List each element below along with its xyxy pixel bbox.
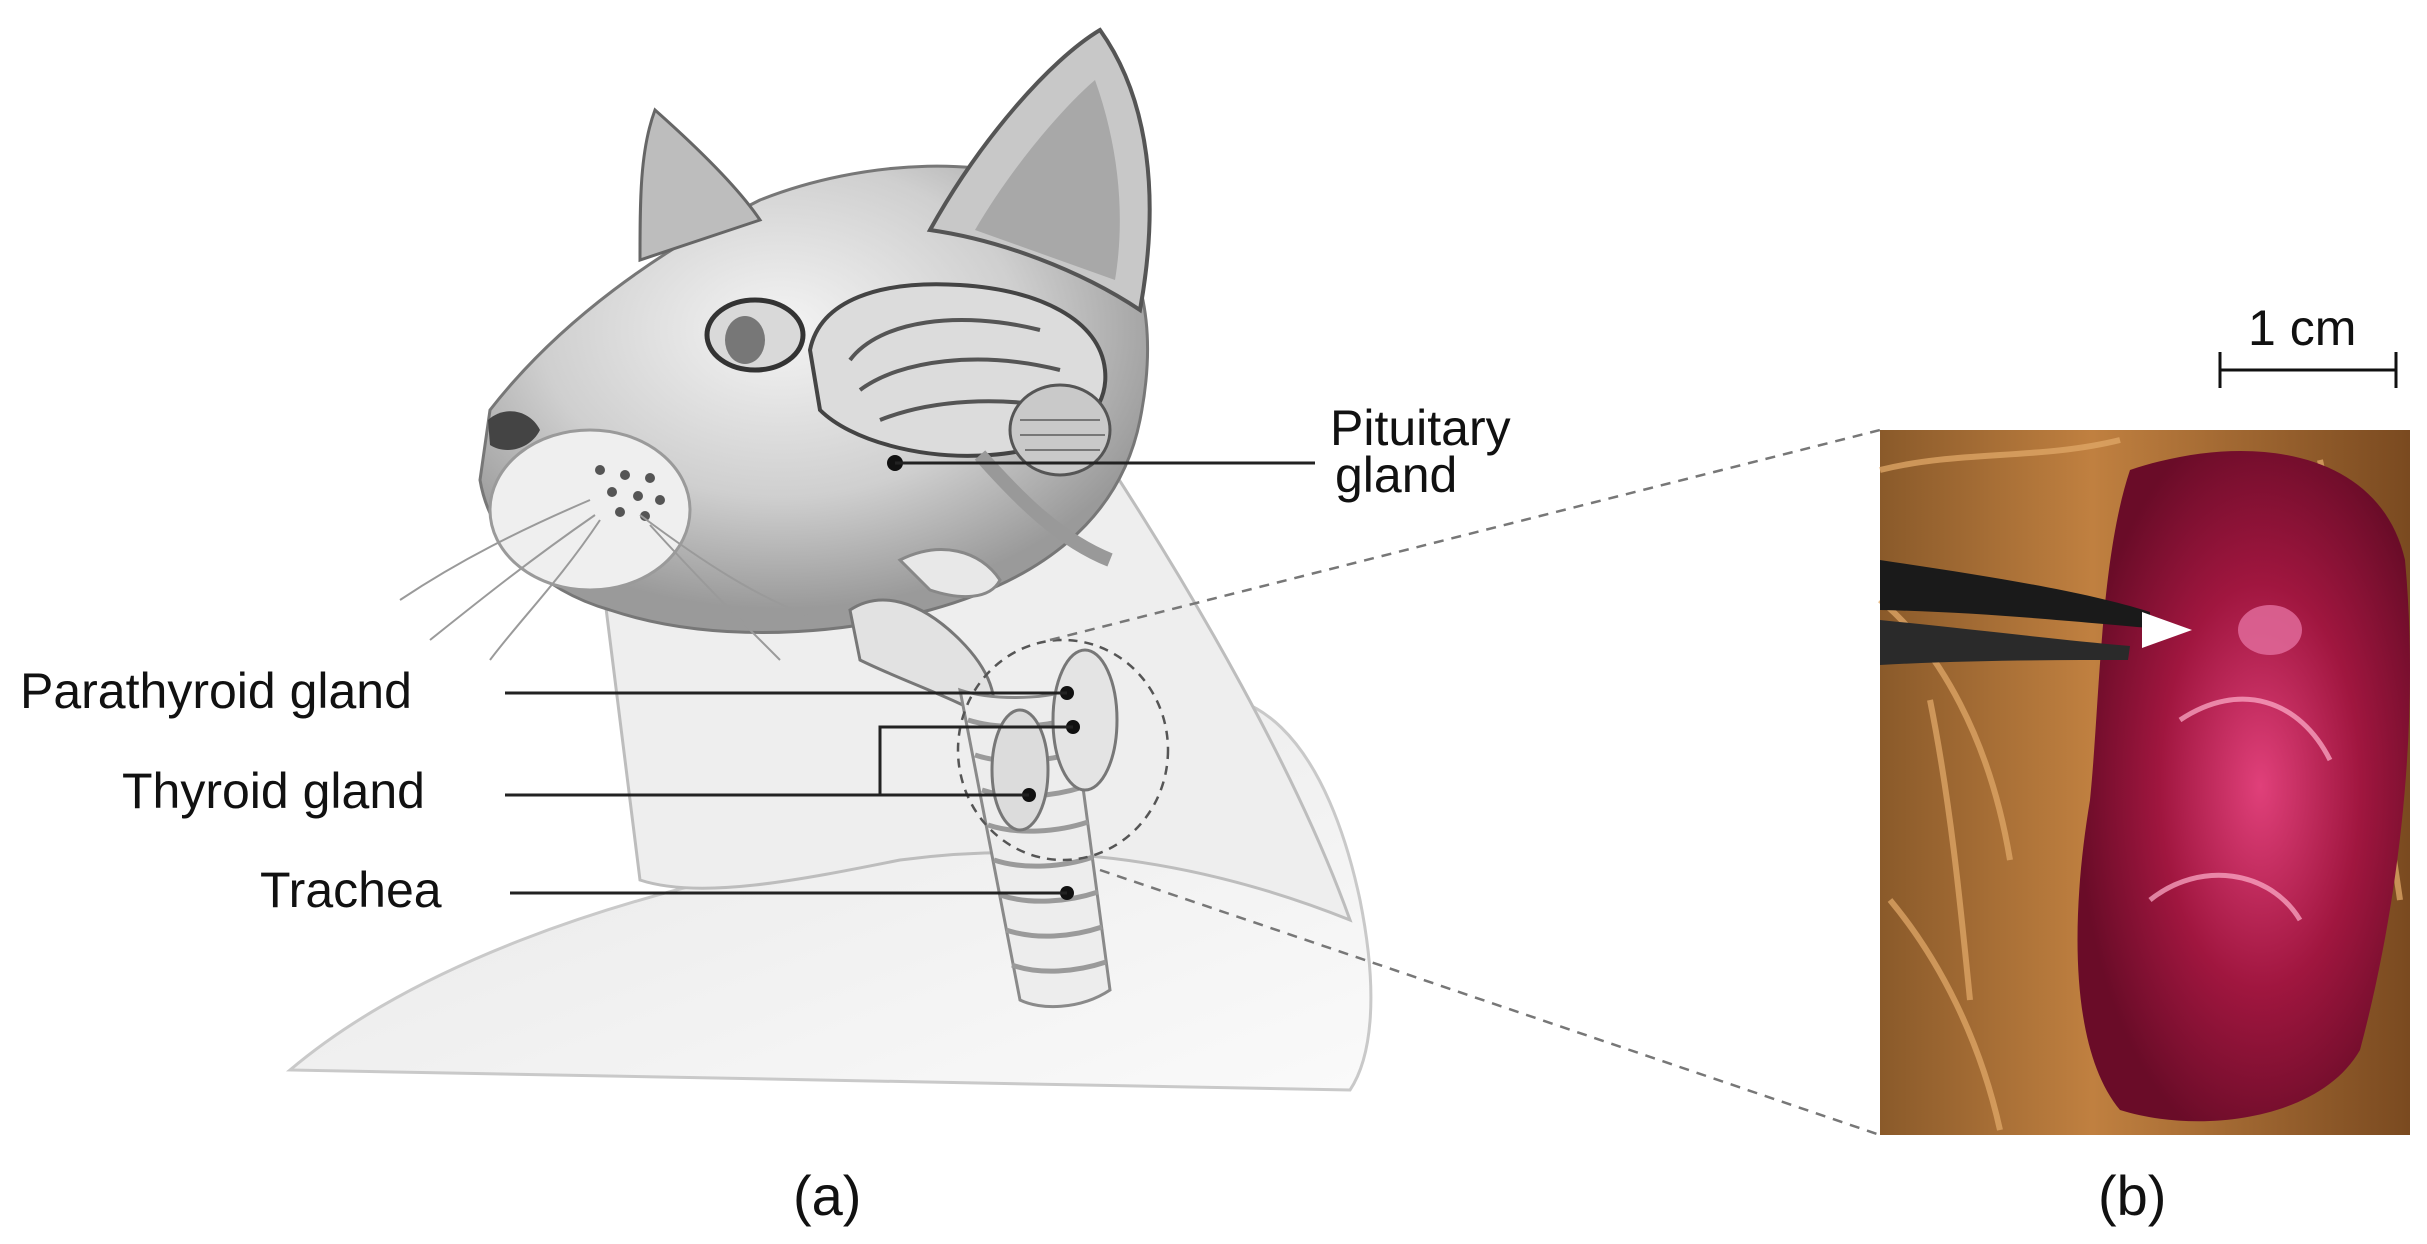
gland-highlight <box>956 638 1170 862</box>
scale-bar-label: 1 cm <box>2248 300 2356 356</box>
cat-muzzle <box>488 428 692 592</box>
thyroid-tissue <box>2077 450 2410 1122</box>
forceps <box>1880 560 2150 628</box>
cat-nose <box>488 411 540 450</box>
thyroid-bracket <box>878 725 1073 797</box>
label-pituitary-line2: gland <box>1335 447 1457 503</box>
cat-pupil <box>725 316 765 364</box>
label-pituitary-line1: Pituitary <box>1330 400 1511 456</box>
label-trachea: Trachea <box>260 862 442 918</box>
label-parathyroid: Parathyroid gland <box>20 663 412 719</box>
thyroid-lobes <box>990 648 1119 832</box>
cat-ear-right-inner <box>975 80 1120 280</box>
leader-lines <box>505 461 1315 895</box>
whiskers <box>399 499 821 661</box>
zoom-connectors <box>1049 428 1881 1137</box>
tissue-photo <box>1878 430 2410 1135</box>
panel-label-b: (b) <box>2098 1164 2166 1227</box>
cat-illustration <box>285 27 1373 1092</box>
whisker-dots <box>595 465 665 521</box>
panel-label-a: (a) <box>793 1164 861 1227</box>
pointer-arrow <box>2142 612 2192 648</box>
brain <box>807 282 1113 567</box>
label-thyroid: Thyroid gland <box>122 763 425 819</box>
scale-bar <box>2218 352 2398 388</box>
cat-ear-left <box>638 107 763 263</box>
